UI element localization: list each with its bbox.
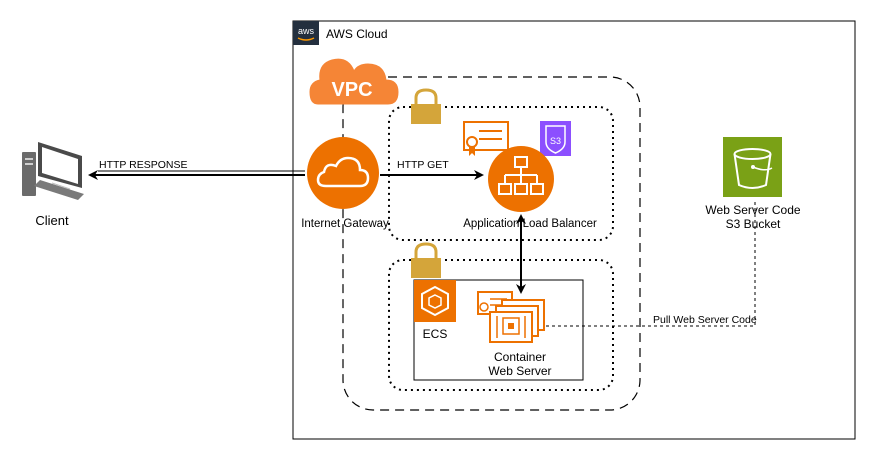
s3-label-line2: S3 Bucket: [726, 217, 781, 231]
lock-icon: [411, 88, 441, 124]
http-get-label: HTTP GET: [397, 159, 449, 171]
ecs-label: ECS: [423, 327, 448, 341]
load-balancer-label: Application Load Balancer: [463, 218, 597, 230]
route53-shield-icon: S3: [540, 121, 571, 156]
vpc-label: VPC: [331, 79, 372, 101]
vpc-boundary: [342, 76, 641, 411]
lock-icon: [411, 242, 441, 278]
internet-gateway-label: Internet Gateway: [301, 218, 389, 230]
aws-cloud-label: AWS Cloud: [326, 27, 388, 41]
aws-logo-text: aws: [298, 26, 315, 36]
s3-label-line1: Web Server Code: [705, 203, 800, 217]
client-label: Client: [35, 213, 69, 228]
ec2-container-icon: [489, 299, 545, 343]
computer-icon: [22, 142, 84, 200]
private-subnet: [388, 259, 614, 391]
aws-cloud-boundary: [292, 20, 856, 440]
internet-gateway-icon: [307, 137, 379, 209]
container-label-line2: Web Server: [488, 364, 551, 378]
ecs-icon: [414, 280, 456, 322]
pull-code-label: Pull Web Server Code: [653, 314, 757, 326]
public-subnet: [388, 106, 614, 241]
load-balancer-icon: [488, 146, 554, 212]
certificate-icon: [463, 121, 509, 156]
s3-badge-label: S3: [550, 136, 561, 146]
container-label-line1: Container: [494, 350, 546, 364]
vpc-cloud-icon: VPC: [309, 58, 399, 105]
s3-bucket-icon: [723, 137, 782, 197]
aws-logo-icon: aws: [293, 21, 319, 45]
http-response-label: HTTP RESPONSE: [99, 159, 188, 171]
